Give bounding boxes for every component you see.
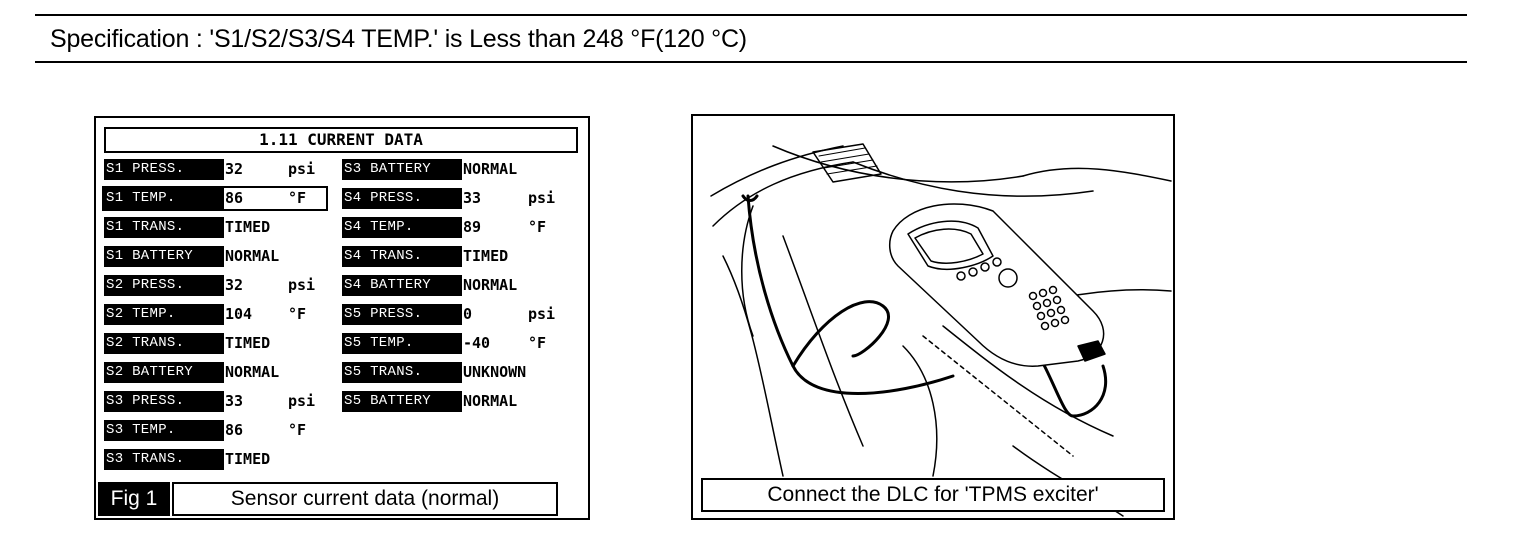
row-unit: psi <box>528 305 556 323</box>
row-unit: psi <box>288 160 316 178</box>
data-row: S1 BATTERY NORMAL <box>104 246 324 267</box>
data-row: S1 TRANS. TIMED <box>104 217 324 238</box>
row-label: S3 BATTERY <box>342 159 462 180</box>
data-row-highlighted: S1 TEMP. 86 °F <box>102 186 328 211</box>
row-label: S2 BATTERY <box>104 362 224 383</box>
row-unit: °F <box>288 189 307 207</box>
data-row: S3 TEMP. 86 °F <box>104 420 324 441</box>
row-value: TIMED <box>463 247 509 265</box>
data-row: S4 TRANS. TIMED <box>342 246 572 267</box>
row-unit: °F <box>528 334 547 352</box>
tpms-exciter-illustration <box>710 143 1172 517</box>
row-value: 86 <box>225 421 244 439</box>
row-value: NORMAL <box>225 247 280 265</box>
row-label: S5 BATTERY <box>342 391 462 412</box>
row-label: S2 TEMP. <box>104 304 224 325</box>
row-label: S4 TEMP. <box>342 217 462 238</box>
row-value: TIMED <box>225 450 271 468</box>
row-label: S2 PRESS. <box>104 275 224 296</box>
data-row: S4 BATTERY NORMAL <box>342 275 572 296</box>
figure-2-illustration: Connect the DLC for 'TPMS exciter' <box>691 114 1175 520</box>
row-label: S1 BATTERY <box>104 246 224 267</box>
data-row: S2 BATTERY NORMAL <box>104 362 324 383</box>
row-label: S1 TEMP. <box>104 188 224 209</box>
row-unit: °F <box>288 305 307 323</box>
row-value: UNKNOWN <box>463 363 527 381</box>
caption-text: Connect the DLC for 'TPMS exciter' <box>701 478 1165 512</box>
data-row: S3 BATTERY NORMAL <box>342 159 572 180</box>
row-label: S4 BATTERY <box>342 275 462 296</box>
row-value: TIMED <box>225 334 271 352</box>
data-row: S4 PRESS. 33 psi <box>342 188 572 209</box>
data-row: S5 PRESS. 0 psi <box>342 304 572 325</box>
row-value: NORMAL <box>463 392 518 410</box>
row-label: S3 PRESS. <box>104 391 224 412</box>
row-unit: psi <box>288 392 316 410</box>
row-label: S5 TRANS. <box>342 362 462 383</box>
caption-text: Sensor current data (normal) <box>172 482 558 516</box>
row-label: S4 TRANS. <box>342 246 462 267</box>
row-label: S3 TRANS. <box>104 449 224 470</box>
top-rule <box>35 14 1467 16</box>
dash-line-icon <box>710 145 844 197</box>
specification-text: Specification : 'S1/S2/S3/S4 TEMP.' is L… <box>50 25 747 53</box>
data-row: S2 TRANS. TIMED <box>104 333 324 354</box>
row-value: NORMAL <box>463 276 518 294</box>
row-value: 32 <box>225 276 244 294</box>
data-row: S4 TEMP. 89 °F <box>342 217 572 238</box>
row-label: S2 TRANS. <box>104 333 224 354</box>
figure-1-caption: Fig 1 Sensor current data (normal) <box>98 482 558 516</box>
screen-header: 1.11 CURRENT DATA <box>104 127 578 153</box>
row-value: -40 <box>463 334 491 352</box>
data-row: S1 PRESS. 32 psi <box>104 159 324 180</box>
row-value: NORMAL <box>225 363 280 381</box>
row-value: 0 <box>463 305 473 323</box>
data-row: S5 TEMP. -40 °F <box>342 333 572 354</box>
row-value: 32 <box>225 160 244 178</box>
row-label: S1 PRESS. <box>104 159 224 180</box>
row-unit: psi <box>528 189 556 207</box>
data-row: S2 TEMP. 104 °F <box>104 304 324 325</box>
data-row: S5 BATTERY NORMAL <box>342 391 572 412</box>
row-unit: °F <box>288 421 307 439</box>
row-value: 33 <box>463 189 482 207</box>
row-value: 104 <box>225 305 253 323</box>
bottom-rule <box>35 61 1467 63</box>
row-unit: psi <box>288 276 316 294</box>
row-value: 86 <box>225 189 244 207</box>
row-value: TIMED <box>225 218 271 236</box>
row-label: S5 PRESS. <box>342 304 462 325</box>
row-label: S3 TEMP. <box>104 420 224 441</box>
row-value: 89 <box>463 218 482 236</box>
scan-tool-icon <box>888 203 1106 367</box>
row-label: S4 PRESS. <box>342 188 462 209</box>
row-value: NORMAL <box>463 160 518 178</box>
data-row: S5 TRANS. UNKNOWN <box>342 362 572 383</box>
data-row: S3 PRESS. 33 psi <box>104 391 324 412</box>
data-row: S2 PRESS. 32 psi <box>104 275 324 296</box>
row-label: S1 TRANS. <box>104 217 224 238</box>
row-label: S5 TEMP. <box>342 333 462 354</box>
figure-1-scan-tool-screen: 1.11 CURRENT DATA S1 PRESS. 32 psi S1 TE… <box>94 116 590 520</box>
row-unit: °F <box>528 218 547 236</box>
pedal-icon <box>812 143 882 183</box>
data-row: S3 TRANS. TIMED <box>104 449 324 470</box>
row-value: 33 <box>225 392 244 410</box>
figure-tag: Fig 1 <box>98 482 170 516</box>
